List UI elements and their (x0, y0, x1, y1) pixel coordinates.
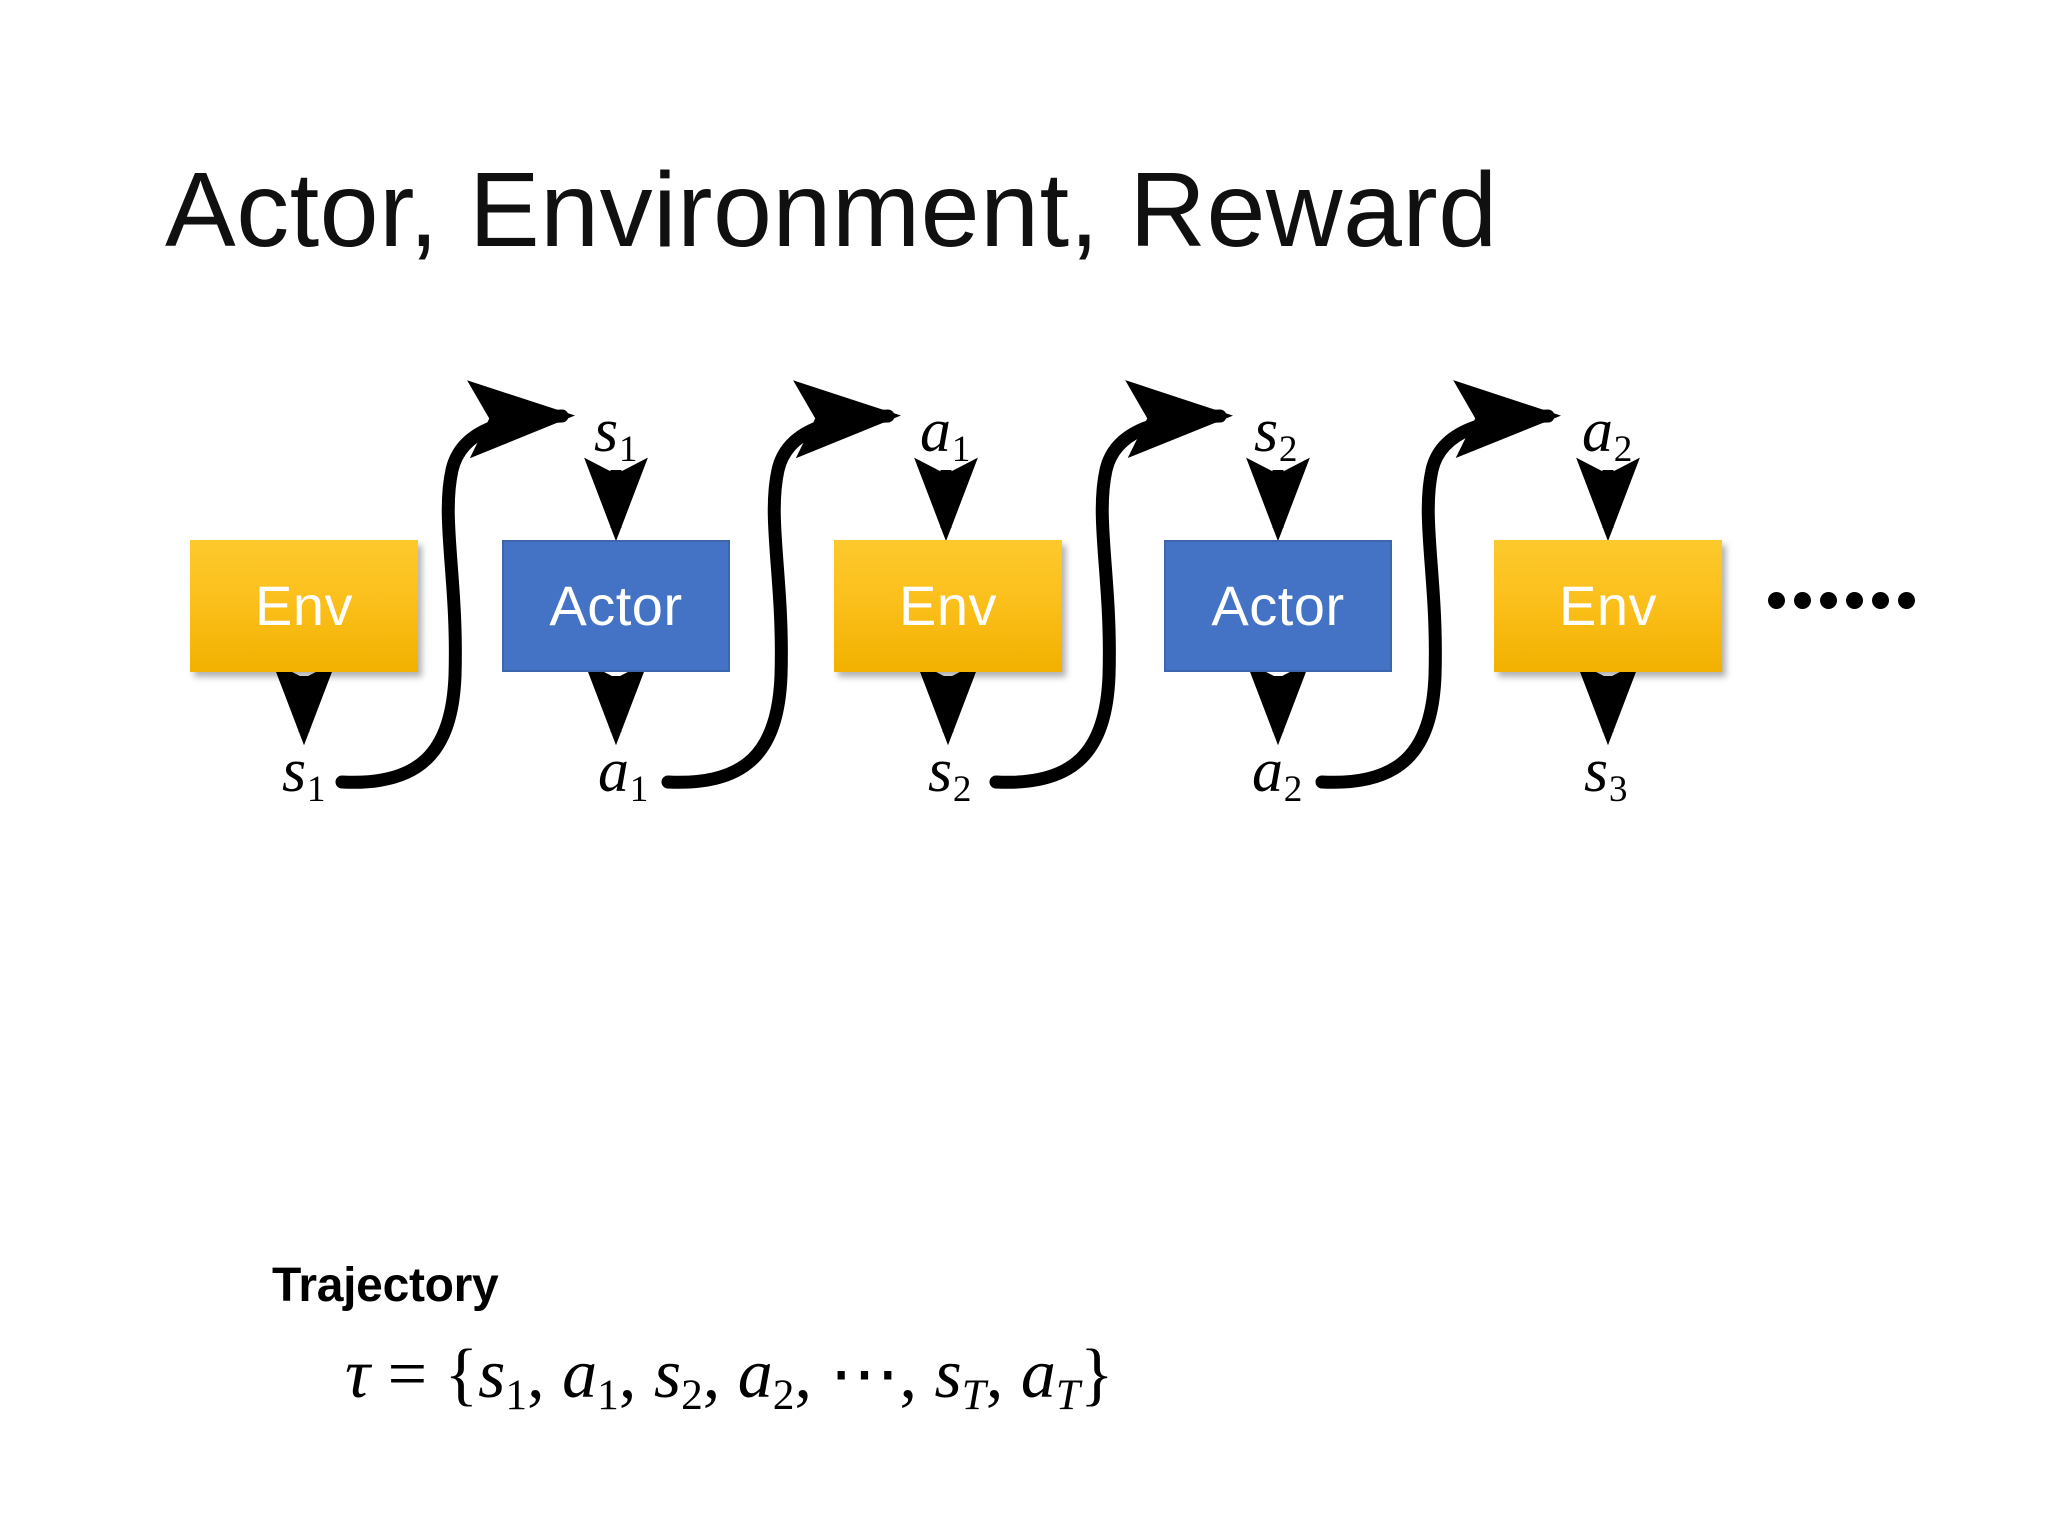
comma: , (702, 1336, 721, 1413)
symbol: s (1254, 397, 1279, 465)
label-top-a1: a1 (920, 397, 970, 468)
comma: , (899, 1336, 917, 1413)
node-label: Env (899, 574, 997, 637)
node-actor-2[interactable]: Actor (1164, 540, 1392, 672)
dot-icon (1820, 592, 1837, 609)
subscript: 3 (1608, 768, 1628, 810)
down-arrows-out-of-boxes (272, 661, 1640, 746)
term-symbol: s (478, 1336, 506, 1413)
comma: , (985, 1336, 1004, 1413)
node-label: Actor (1211, 574, 1345, 637)
term-subscript: 2 (772, 1370, 795, 1419)
label-bottom-s1: s1 (282, 737, 325, 808)
down-arrows-into-boxes (584, 457, 1640, 542)
term-subscript: T (961, 1370, 986, 1419)
label-bottom-a1: a1 (598, 737, 648, 808)
label-bottom-a2: a2 (1252, 737, 1302, 808)
label-top-a2: a2 (1582, 397, 1632, 468)
term-symbol: a (562, 1336, 598, 1413)
term-symbol: a (737, 1336, 773, 1413)
tau-symbol: τ (345, 1336, 371, 1413)
node-env-3[interactable]: Env (1494, 540, 1722, 672)
node-env-2[interactable]: Env (834, 540, 1062, 672)
term-subscript: T (1055, 1370, 1080, 1419)
label-top-s1: s1 (594, 397, 637, 468)
dot-icon (1846, 592, 1863, 609)
dot-icon (1794, 592, 1811, 609)
open-brace: { (444, 1336, 479, 1413)
comma: , (794, 1336, 812, 1413)
dot-icon (1898, 592, 1915, 609)
symbol: s (594, 397, 619, 465)
term-symbol: s (934, 1336, 962, 1413)
symbol: a (598, 737, 629, 805)
close-brace: } (1080, 1336, 1114, 1413)
comma: , (527, 1336, 545, 1413)
cdots: ⋯ (829, 1336, 900, 1413)
equals-sign: = (387, 1336, 428, 1413)
label-top-s2: s2 (1254, 397, 1297, 468)
label-bottom-s2: s2 (928, 737, 971, 808)
term-symbol: s (653, 1336, 682, 1413)
symbol: s (928, 737, 953, 805)
symbol: a (1582, 397, 1613, 465)
dot-icon (1768, 592, 1785, 609)
ellipsis-continuation-icon (1768, 592, 1915, 609)
symbol: a (920, 397, 951, 465)
subscript: 1 (629, 768, 649, 810)
subscript: 2 (1278, 428, 1298, 470)
subscript: 2 (1613, 428, 1633, 470)
subscript: 1 (951, 428, 971, 470)
subscript: 1 (306, 768, 326, 810)
subscript: 2 (952, 768, 972, 810)
term-subscript: 1 (505, 1370, 528, 1419)
page-title: Actor, Environment, Reward (165, 151, 1498, 269)
dot-icon (1872, 592, 1889, 609)
trajectory-formula: τ = {s1, a1, s2, a2, ⋯, sT, aT} (345, 1340, 1114, 1417)
symbol: a (1252, 737, 1283, 805)
node-label: Env (1559, 574, 1657, 637)
node-actor-1[interactable]: Actor (502, 540, 730, 672)
subscript: 2 (1283, 768, 1303, 810)
trajectory-heading: Trajectory (272, 1259, 499, 1312)
term-subscript: 1 (597, 1370, 619, 1419)
comma: , (618, 1336, 637, 1413)
term-subscript: 2 (681, 1370, 703, 1419)
subscript: 1 (618, 428, 638, 470)
symbol: s (1584, 737, 1609, 805)
node-env-1[interactable]: Env (190, 540, 418, 672)
node-label: Env (255, 574, 353, 637)
term-symbol: a (1020, 1336, 1056, 1413)
node-label: Actor (549, 574, 683, 637)
symbol: s (282, 737, 307, 805)
label-bottom-s3: s3 (1584, 737, 1627, 808)
